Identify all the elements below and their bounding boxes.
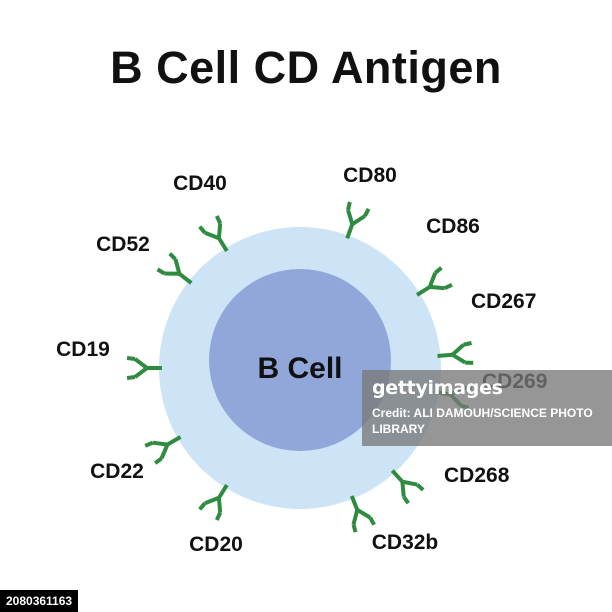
antibody-icon [437, 341, 474, 365]
antigen-label: CD40 [173, 172, 227, 195]
antibody-icon [198, 483, 229, 521]
antigen-label: CD52 [96, 233, 150, 256]
antigen-label: CD20 [189, 533, 243, 556]
antigen-label: CD22 [90, 460, 144, 483]
antibody-icon [156, 252, 193, 285]
watermark-credit: Credit: ALI DAMOUH/SCIENCE PHOTO LIBRARY [372, 406, 593, 436]
antigen-label: CD86 [426, 215, 480, 238]
cell-nucleus [209, 269, 391, 451]
antigen-label: CD19 [56, 338, 110, 361]
antigen-label: CD268 [444, 464, 510, 487]
diagram-title: B Cell CD Antigen [110, 42, 502, 93]
antibody-icon [415, 266, 453, 297]
antibody-icon [345, 201, 371, 239]
antibody-icon [349, 495, 376, 533]
antigen-label: CD32b [372, 531, 439, 554]
watermark: gettyimages Credit: ALI DAMOUH/SCIENCE P… [362, 370, 612, 446]
image-id: 2080361163 [0, 590, 79, 612]
antigen-label: CD80 [343, 164, 397, 187]
antibody-icon [390, 469, 425, 505]
antibody-icon [144, 435, 182, 465]
cell-label: B Cell [257, 352, 342, 385]
watermark-logo: gettyimages [372, 377, 503, 399]
antigen-label: CD267 [471, 290, 536, 313]
antibody-icon [126, 356, 162, 380]
antibody-icon [198, 215, 229, 253]
